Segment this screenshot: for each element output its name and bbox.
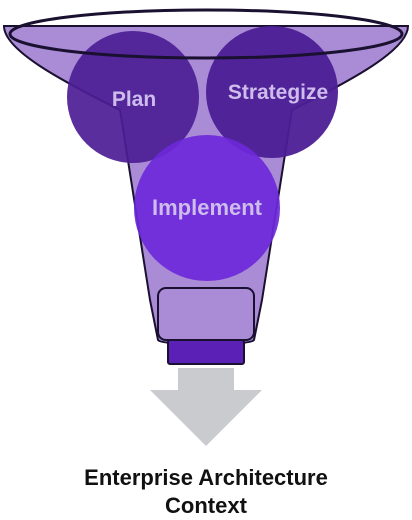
caption-line-1: Enterprise Architecture	[84, 465, 328, 490]
down-arrow-icon	[150, 368, 262, 446]
bubble-plan	[67, 31, 199, 163]
funnel-rim	[8, 8, 404, 60]
bubble-label-plan: Plan	[112, 88, 156, 111]
bubble-label-strategize: Strategize	[228, 81, 328, 104]
funnel-neck	[157, 287, 255, 341]
bubble-label-implement: Implement	[152, 195, 263, 220]
caption-line-2: Context	[165, 493, 247, 518]
bubble-implement	[134, 135, 280, 281]
diagram-caption: Enterprise Architecture Context	[0, 464, 412, 520]
funnel-neck-band	[167, 339, 245, 365]
